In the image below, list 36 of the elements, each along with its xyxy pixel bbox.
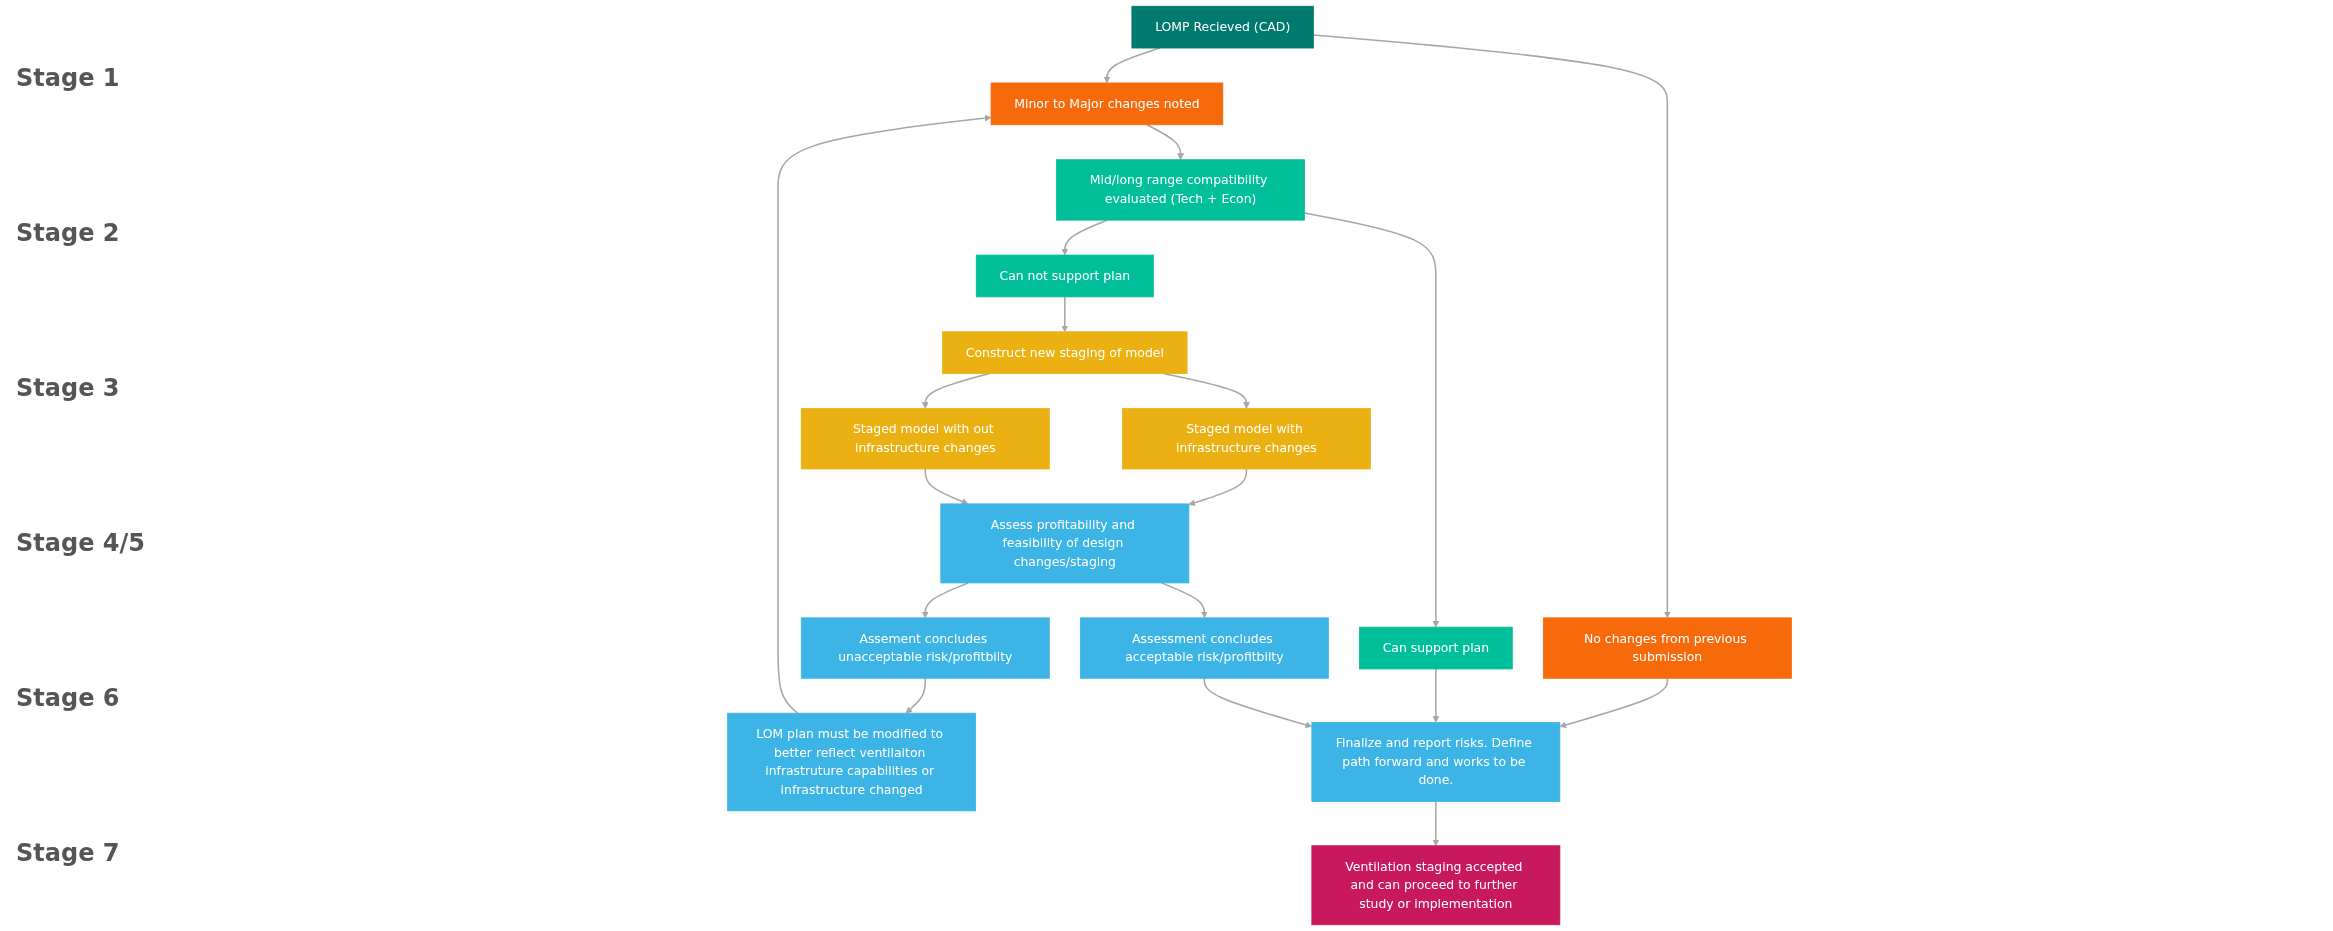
stage-label: Stage 1 [16,63,121,92]
node-box: Ventilation staging accepted and can proceed to further study or implementation [1311,845,1561,926]
arrow [1160,582,1208,619]
arrow [1146,124,1184,160]
arrow [921,582,969,619]
node-box: Minor to Major changes noted [990,82,1224,126]
stage-label: Stage 2 [16,218,121,247]
node-box: Staged model with infrastructure changes [1122,408,1371,470]
node-box: Construct new staging of model [942,331,1188,375]
arrow [1559,677,1669,729]
arrow [1432,668,1440,723]
arrow [1188,468,1248,506]
arrow [1303,212,1440,628]
stage-label: Stage 4/5 [16,529,146,558]
node-box: Assess profitability and feasibility of design changes/staging [940,503,1190,584]
arrow [1432,800,1440,847]
node-box: Finalize and report risks. Define path forward and works to be done. [1311,722,1561,802]
node-box: Staged model with out infrastructure changes [800,408,1050,470]
arrow [924,468,969,505]
stage-label: Stage 7 [16,839,121,868]
node-box: LOMP Recieved (CAD) [1131,5,1314,49]
arrow [1203,677,1313,729]
node-box: Assement concludes unacceptable risk/profitbilty [800,617,1050,679]
arrow [1312,34,1671,619]
node-box: Mid/long range compatibility evaluated (Tech + Econ) [1056,159,1305,221]
node-box: Assessment concludes acceptable risk/profitbilty [1079,617,1329,679]
arrow [905,677,927,714]
node-box: Can support plan [1359,626,1513,670]
arrow [1061,296,1069,333]
node-box: No changes from previous submission [1542,617,1792,679]
stage-label: Stage 6 [16,684,121,713]
stage-label: Stage 3 [16,373,121,402]
arrow [921,372,990,409]
node-box: Can not support plan [975,254,1154,298]
node-box: LOM plan must be modified to better reflect ventilaiton infrastruture capabilities or infrastructure changed [727,712,977,812]
arrow [777,114,992,714]
